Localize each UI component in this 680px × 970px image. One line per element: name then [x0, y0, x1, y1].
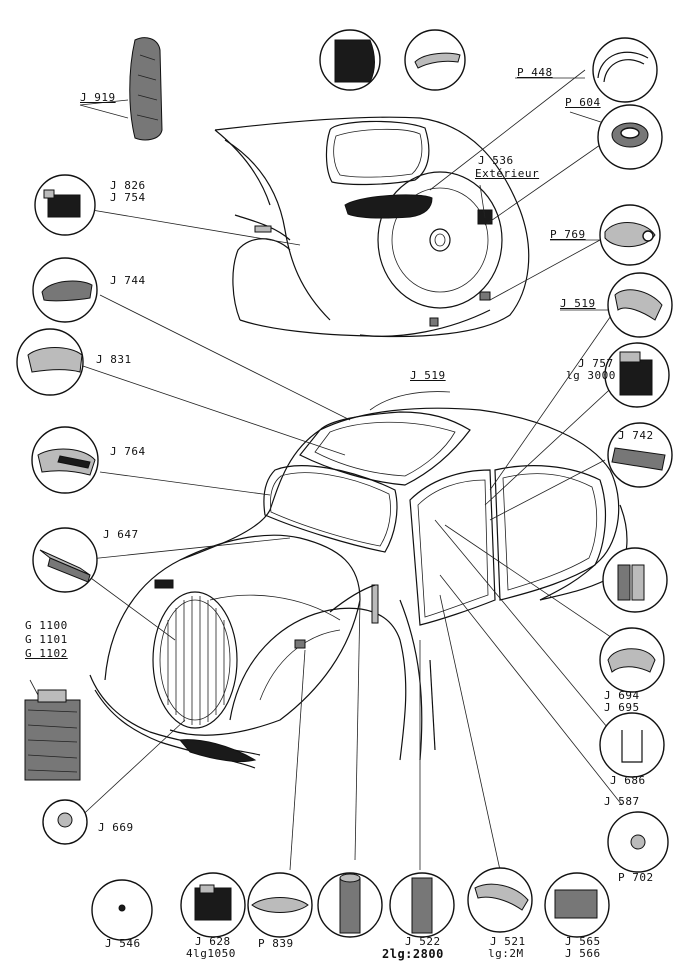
label-j521-length: lg:2M	[488, 947, 524, 960]
label-g1101: G 1101	[25, 633, 68, 646]
label-g1102: G 1102	[25, 647, 68, 660]
part-j757	[604, 342, 670, 408]
label-j536-exterieur: Extérieur	[475, 167, 540, 180]
rear-car-view	[214, 116, 530, 338]
part-j565	[544, 872, 610, 938]
label-j919: J 919	[80, 91, 116, 104]
label-p604: P 604	[565, 96, 601, 109]
part-p448	[592, 37, 658, 103]
label-j628: J 628	[195, 935, 231, 948]
label-j628-length: 4lg1050	[186, 947, 236, 960]
part-j744	[32, 257, 98, 323]
label-p702: P 702	[618, 871, 654, 884]
label-p769: P 769	[550, 228, 586, 241]
part-g1100	[24, 689, 81, 781]
part-handle	[404, 29, 466, 91]
label-j536: J 536	[478, 154, 514, 167]
part-j742	[607, 422, 673, 488]
part-j546	[91, 879, 153, 941]
label-j831: J 831	[96, 353, 132, 366]
part-j669	[42, 799, 88, 845]
label-j826: J 826	[110, 179, 146, 192]
part-j647	[32, 527, 98, 593]
part-p604	[597, 104, 663, 170]
part-p769	[599, 204, 661, 266]
part-j521	[467, 867, 533, 933]
part-j694	[599, 627, 665, 693]
part-j522	[389, 872, 455, 938]
part-grille-mesh	[319, 29, 381, 91]
label-j519-top: J 519	[560, 297, 596, 310]
part-j831	[16, 328, 84, 396]
part-p702	[607, 811, 669, 873]
label-j546: J 546	[105, 937, 141, 950]
label-j757: J 757	[578, 357, 614, 370]
part-j519-top	[607, 272, 673, 338]
front-car-view	[89, 407, 628, 769]
label-j695: J 695	[604, 701, 640, 714]
label-j764: J 764	[110, 445, 146, 458]
label-j686: J 686	[610, 774, 646, 787]
label-j519-roof: J 519	[410, 369, 446, 382]
label-j565: J 565	[565, 935, 601, 948]
part-j764	[31, 426, 99, 494]
label-j647: J 647	[103, 528, 139, 541]
part-j628	[180, 872, 246, 938]
label-j522-length: 2lg:2800	[382, 947, 444, 961]
part-p839	[247, 872, 313, 938]
part-j686	[599, 712, 665, 778]
label-j757-length: lg 3000	[566, 369, 616, 382]
part-j587	[602, 547, 668, 613]
label-j587: J 587	[604, 795, 640, 808]
label-j522: J 522	[405, 935, 441, 948]
label-j744: J 744	[110, 274, 146, 287]
label-p839: P 839	[258, 937, 294, 950]
leader-lines	[29, 69, 631, 910]
label-j694: J 694	[604, 689, 640, 702]
label-j754: J 754	[110, 191, 146, 204]
label-j669: J 669	[98, 821, 134, 834]
label-j742: J 742	[618, 429, 654, 442]
label-p448: P 448	[517, 66, 553, 79]
part-j919	[129, 37, 163, 141]
part-j-tube	[317, 872, 383, 938]
part-j826	[34, 174, 96, 236]
label-j521: J 521	[490, 935, 526, 948]
label-g1100: G 1100	[25, 619, 68, 632]
label-j566: J 566	[565, 947, 601, 960]
